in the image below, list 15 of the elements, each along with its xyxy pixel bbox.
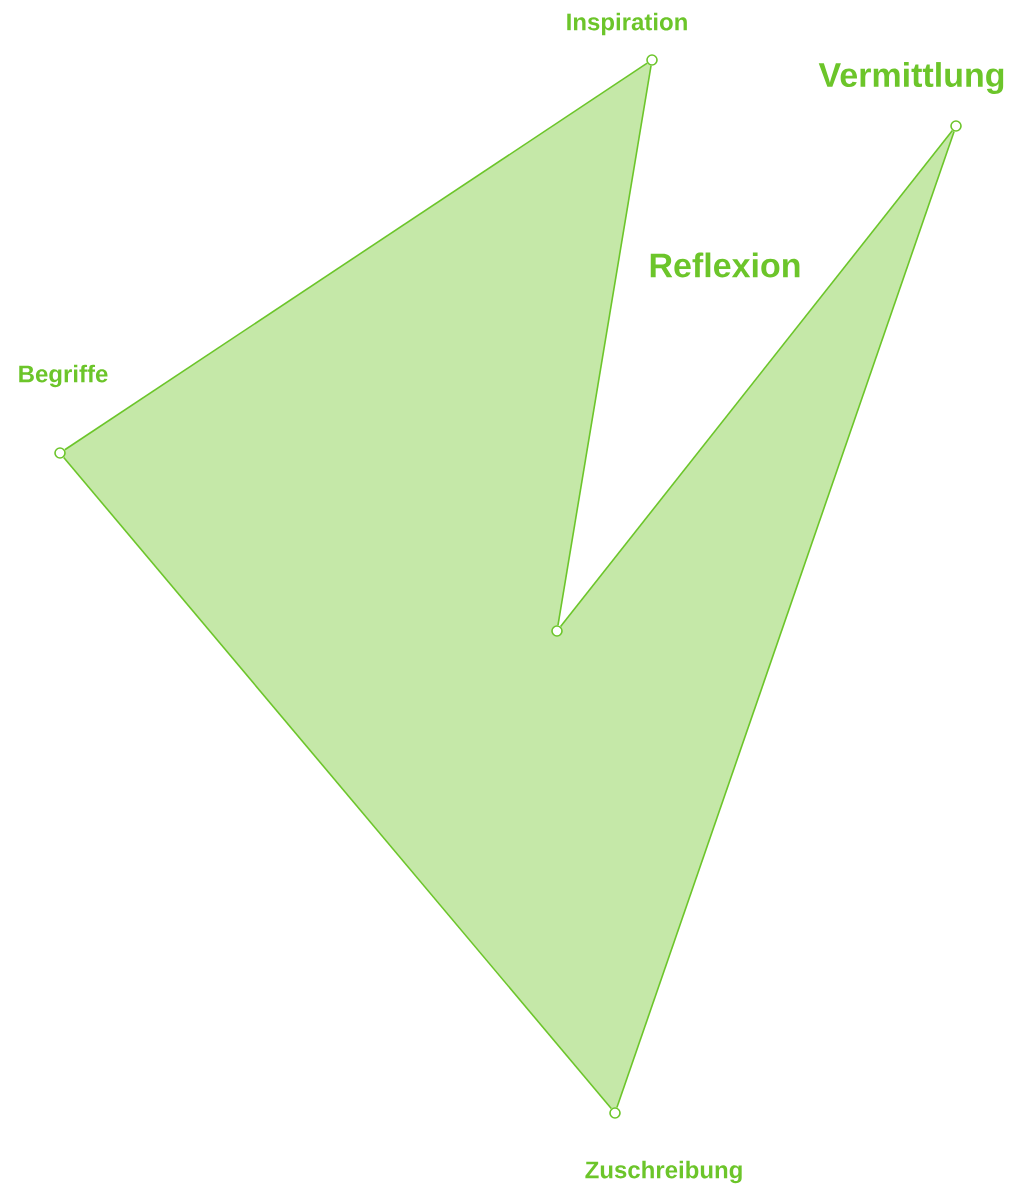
polygon-edge — [616, 130, 955, 1109]
vertex-marker — [609, 1107, 621, 1119]
vertex-marker — [646, 54, 658, 66]
vertex-marker — [950, 120, 962, 132]
polygon-edge — [64, 62, 648, 451]
vertex-label: Begriffe — [19, 364, 108, 388]
vertex-label: Zuschreibung — [585, 1160, 742, 1184]
area-label: Reflexion — [650, 252, 800, 278]
vertex-marker — [551, 625, 563, 637]
vertex-label: Vermittlung — [818, 62, 1004, 94]
vertex-label: Inspiration — [567, 12, 687, 36]
polygon-edge — [557, 64, 652, 627]
polygon-edge — [559, 129, 954, 628]
vertex-marker — [54, 447, 66, 459]
polygon-edge — [62, 456, 613, 1110]
